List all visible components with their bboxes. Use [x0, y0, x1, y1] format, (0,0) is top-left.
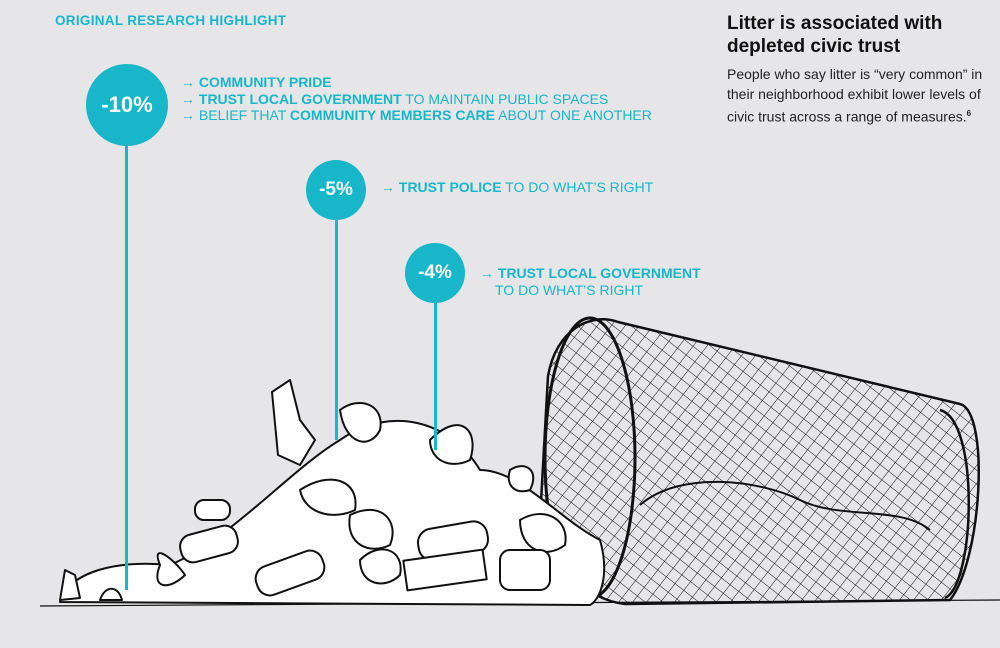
callout-labels-3: → TRUST LOCAL GOVERNMENT TO DO WHAT’S RI… [480, 265, 701, 298]
callout-line: TO DO WHAT’S RIGHT [495, 281, 644, 298]
callout-stem-3 [434, 290, 437, 450]
callout-line: → TRUST POLICE TO DO WHAT’S RIGHT [381, 179, 654, 195]
callout-labels-1: → COMMUNITY PRIDE → TRUST LOCAL GOVERNME… [181, 74, 652, 124]
callout-line: → COMMUNITY PRIDE [181, 74, 332, 90]
eyebrow-label: ORIGINAL RESEARCH HIGHLIGHT [55, 13, 287, 28]
sidebar-title: Litter is associated with depleted civic… [727, 13, 943, 57]
footnote-marker: 6 [966, 109, 972, 118]
sidebar-body-text: People who say litter is “very common” i… [727, 66, 983, 125]
callout-bubble-2: -5% [306, 160, 366, 220]
callout-labels-2: → TRUST POLICE TO DO WHAT’S RIGHT [381, 179, 653, 196]
callout-stem-1 [125, 120, 128, 590]
callout-stem-2 [335, 200, 338, 440]
callout-bubble-3: -4% [405, 243, 465, 303]
sidebar: Litter is associated with depleted civic… [727, 12, 992, 127]
sidebar-body: People who say litter is “very common” i… [727, 65, 992, 127]
callout-line: → TRUST LOCAL GOVERNMENT TO MAINTAIN PUB… [181, 90, 609, 107]
callout-line: → BELIEF THAT COMMUNITY MEMBERS CARE ABO… [181, 107, 652, 123]
callout-line: → TRUST LOCAL GOVERNMENT [480, 265, 701, 281]
callout-bubble-1: -10% [86, 64, 168, 146]
litter-pile-icon [59, 379, 606, 606]
wastebasket-icon [538, 316, 980, 606]
